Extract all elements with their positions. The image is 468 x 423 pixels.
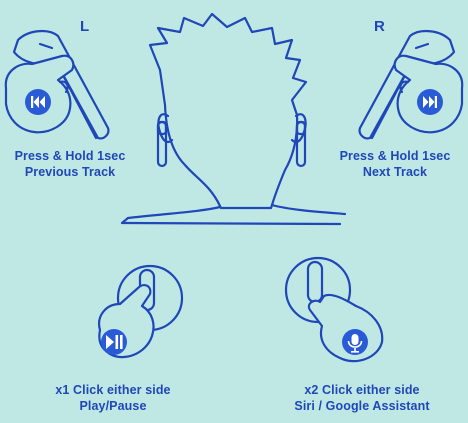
next-track-icon bbox=[417, 89, 443, 115]
double-click-caption: x2 Click either side Siri / Google Assis… bbox=[262, 382, 462, 414]
previous-track-icon bbox=[25, 89, 51, 115]
single-click-caption: x1 Click either side Play/Pause bbox=[38, 382, 188, 414]
earbud-right-worn bbox=[295, 120, 307, 168]
left-hold-action: Press & Hold 1sec bbox=[14, 149, 126, 163]
right-side-label: R bbox=[374, 18, 385, 35]
left-side-label: L bbox=[80, 18, 90, 35]
earbud-left-worn bbox=[156, 120, 168, 168]
single-click-action: x1 Click either side bbox=[55, 383, 171, 397]
head-illustration bbox=[120, 12, 347, 226]
right-hold-action: Press & Hold 1sec bbox=[339, 149, 451, 163]
double-click-result: Siri / Google Assistant bbox=[294, 399, 430, 413]
microphone-icon bbox=[342, 329, 368, 355]
right-hold-caption: Press & Hold 1sec Next Track bbox=[322, 148, 468, 180]
play-pause-icon bbox=[101, 329, 127, 355]
left-hold-result: Previous Track bbox=[24, 165, 116, 179]
double-click-illustration bbox=[284, 256, 384, 363]
double-click-action: x2 Click either side bbox=[304, 383, 420, 397]
left-hold-caption: Press & Hold 1sec Previous Track bbox=[0, 148, 140, 180]
single-click-result: Play/Pause bbox=[79, 399, 147, 413]
right-hold-result: Next Track bbox=[362, 165, 428, 179]
